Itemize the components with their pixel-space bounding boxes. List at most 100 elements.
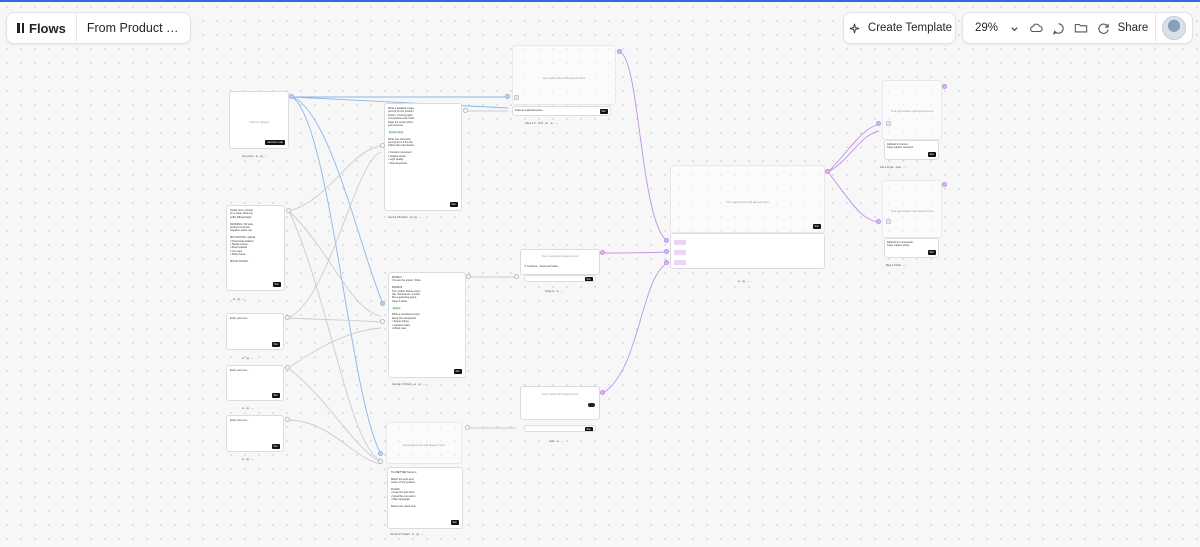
run-button[interactable]: Run [599, 109, 608, 114]
text-input-node[interactable]: Enter your text... Run [226, 415, 284, 452]
image-prompt-node[interactable]: Refined for cutout. Keep subject centere… [884, 140, 939, 160]
llm-prompt-node[interactable]: MODE A You are the expert. Write. MODE B… [388, 272, 466, 378]
input-port[interactable] [514, 95, 519, 100]
input-port[interactable] [380, 319, 385, 324]
timeline-clip[interactable] [674, 260, 686, 265]
input-port[interactable] [378, 451, 383, 456]
image-output-frame[interactable]: Your generation will appear here [882, 180, 942, 238]
run-button[interactable]: Add from node [265, 140, 285, 145]
share-button[interactable]: Share [1117, 22, 1149, 34]
text-prompt-node[interactable]: Studio shot, product on a clean white bg… [226, 205, 285, 291]
flows-button[interactable]: Flows [7, 13, 77, 43]
output-port[interactable] [600, 250, 605, 255]
create-template-button[interactable]: Create Template [843, 12, 956, 44]
output-port[interactable] [465, 425, 470, 430]
output-port[interactable] [289, 94, 294, 99]
run-button[interactable]: Run [272, 282, 281, 287]
run-button[interactable]: Run [584, 427, 593, 431]
node-toolbar[interactable]: Nano 2.5 · 16:9 · 1K · ⊕ · ⋯ [525, 122, 558, 125]
node-toolbar[interactable]: Gemini 2.5 Flash · ⊕ · ▤ · ⋯ [390, 533, 424, 536]
output-port[interactable] [600, 390, 605, 395]
timeline-node[interactable] [670, 233, 825, 269]
storyboard-frame[interactable]: Your generation will appear here Run [670, 165, 825, 233]
input-port[interactable] [886, 121, 891, 126]
output-port[interactable] [825, 169, 830, 174]
input-port[interactable] [664, 238, 669, 243]
node-toolbar[interactable]: ⊕ · ▤ · ⋯ [242, 357, 254, 360]
zoom-control[interactable]: 29% [975, 20, 1022, 36]
node-toolbar[interactable]: Auto · ⊕ · ⋯ [549, 440, 564, 443]
llm-prompt-node[interactable]: The BETTER frame is Match the style and … [387, 467, 463, 529]
input-port[interactable] [514, 274, 519, 279]
node-toolbar[interactable]: ⊕ · ▤ · ⋯ [233, 298, 245, 301]
run-button[interactable]: Run [927, 250, 936, 255]
node-toolbar[interactable]: ⊕ · ▤ · ⋯ [242, 458, 254, 461]
run-button[interactable]: Run [271, 444, 280, 449]
node-toolbar[interactable]: ⊕ · ▤ · ⋯ [242, 407, 254, 410]
prompt-text: Refined for compositor. Keep subject sha… [887, 241, 914, 248]
sync-icon[interactable] [1095, 20, 1111, 36]
run-button[interactable]: Run [450, 520, 459, 525]
user-avatar[interactable] [1161, 16, 1186, 40]
video-prompt-bar[interactable]: Run [524, 275, 596, 282]
output-port[interactable] [466, 274, 471, 279]
sparkle-icon [847, 20, 863, 36]
video-node[interactable]: Your media will appear here [520, 386, 600, 420]
image-prompt-bar[interactable]: Draw an editorial scene... Run [512, 106, 611, 116]
input-port[interactable] [886, 219, 891, 224]
output-port[interactable] [285, 365, 290, 370]
node-toolbar[interactable]: Key Asset · ⊕ · ▤ · ⋯ [242, 155, 268, 158]
input-port[interactable] [876, 219, 881, 224]
output-port[interactable] [285, 315, 290, 320]
text-input-node[interactable]: Enter your text... Run [226, 313, 284, 350]
input-port[interactable] [505, 94, 510, 99]
video-prompt-bar[interactable]: Run [524, 425, 596, 432]
output-port[interactable] [286, 208, 291, 213]
comment-icon[interactable] [1051, 20, 1067, 36]
edge [291, 96, 509, 109]
output-port[interactable] [617, 49, 622, 54]
run-button[interactable]: Run [927, 152, 936, 157]
node-toolbar[interactable]: ⊕ · ▤ · ⋯ [738, 280, 750, 283]
prompt-text: Draw an editorial scene... [515, 109, 545, 112]
node-toolbar[interactable]: Gemini 2.5 Flash · ⊕ · ▤ · ⋯ [388, 216, 422, 219]
edge [602, 262, 668, 394]
text-input-node[interactable]: Enter your text... Run [226, 365, 284, 401]
input-port[interactable] [378, 459, 383, 464]
image-output-frame[interactable]: Your generation will appear here [512, 45, 616, 105]
output-port[interactable] [942, 182, 947, 187]
cloud-icon[interactable] [1028, 20, 1044, 36]
timeline-clip[interactable] [674, 240, 686, 245]
flows-toolbar: Flows From Product Fe... [6, 12, 191, 44]
llm-prompt-node[interactable]: Write a detailed image prompt for the pr… [384, 103, 462, 211]
run-button[interactable]: Run [812, 224, 821, 229]
input-port[interactable] [380, 301, 385, 306]
timeline-clip[interactable] [674, 250, 686, 255]
node-toolbar[interactable]: Get it Angle · Auto · ⋯ [880, 166, 906, 169]
output-port[interactable] [463, 108, 468, 113]
run-button[interactable]: Run [271, 342, 280, 347]
node-toolbar[interactable]: Kling v2 · ⊕ · ⋯ [545, 290, 564, 293]
input-port[interactable] [380, 143, 385, 148]
run-button[interactable]: Run [584, 277, 593, 281]
image-input-node[interactable]: Click to upload Add from node [229, 91, 289, 149]
input-port[interactable] [876, 121, 881, 126]
video-node[interactable]: Your media will appear here ☐ Continue ·… [520, 249, 600, 275]
image-output-frame[interactable]: Your generation will appear here [882, 80, 942, 140]
output-port[interactable] [942, 84, 947, 89]
run-button[interactable]: Run [453, 369, 462, 374]
node-toolbar[interactable]: Gemini 2.5 Flash · ⊕ · ▤ · ⋯ [392, 383, 426, 386]
right-toolbar: 29% Share [962, 12, 1193, 44]
input-port[interactable] [664, 249, 669, 254]
output-port[interactable] [285, 417, 290, 422]
node-toolbar[interactable]: Bing 2.0 Edit · ⋯ [886, 264, 906, 267]
folder-icon[interactable] [1073, 20, 1089, 36]
audio-toggle[interactable] [588, 403, 595, 407]
run-button[interactable]: Run [449, 202, 458, 207]
edge [619, 51, 668, 242]
input-port[interactable] [664, 260, 669, 265]
output-frame[interactable]: Generated text will appear here [386, 422, 462, 464]
run-button[interactable]: Run [271, 393, 280, 398]
edge [288, 210, 382, 461]
image-prompt-node[interactable]: Refined for compositor. Keep subject sha… [884, 238, 939, 258]
